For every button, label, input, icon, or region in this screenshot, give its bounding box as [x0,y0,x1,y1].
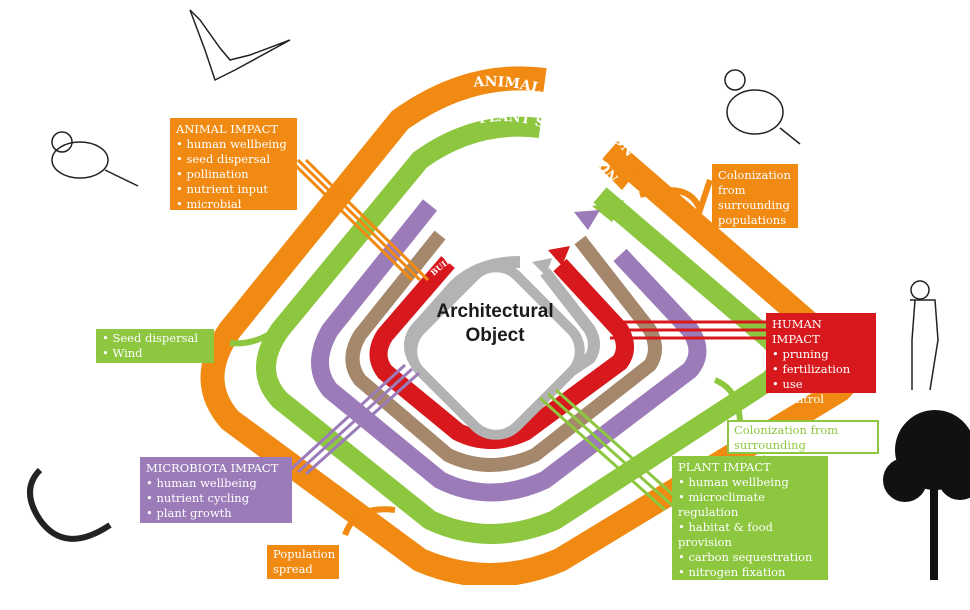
human-silhouette [910,280,939,391]
colonization-right-box: Colonization from surrounding population… [727,420,879,467]
plant-ring-arrowhead [592,200,624,222]
center-line-1: Architectural [436,301,554,322]
architectural-object-label: Architectural Object [410,300,580,348]
architectural-object-shape [407,262,585,440]
list-item: pruning [772,347,870,362]
human-ring-arrowhead [548,246,570,266]
colonization-top-line: populations [718,213,787,227]
list-item: microclimate regulation [678,490,822,520]
list-item: plant growth [146,506,286,521]
human-use-label: HUMAN USE [465,209,559,238]
soil-formation-ring [345,230,662,472]
colonization-right-curve [713,377,743,426]
building-ring-arrowhead [532,258,552,276]
list-item: human wellbeing [176,137,291,152]
tree-silhouette [883,410,970,580]
microbiota-succession-ring [311,199,707,502]
list-item: nutrient input [176,182,291,197]
list-item: soil development [678,580,822,595]
animal-impact-box: ANIMAL IMPACT human wellbeing seed dispe… [170,118,297,226]
center-line-2: Object [465,325,525,346]
list-item: pollination [176,167,291,182]
colonization-top-box: Colonization from surrounding population… [712,164,798,228]
microbiota-impact-title: MICROBIOTA IMPACT [146,461,279,475]
list-item: nutrient cycling [146,491,286,506]
seed-dispersal-curve [229,332,270,347]
list-item: carbon sequestration [678,550,822,565]
population-spread-line: spread [273,562,313,576]
animal-ring-arrowhead [598,166,640,190]
population-spread-line: Population [273,547,336,561]
colonization-right-line: Colonization from [734,423,839,437]
plant-impact-title: PLANT IMPACT [678,460,771,474]
microbiota-impact-connector [288,363,420,476]
list-item: microbial dispersal [176,197,291,227]
human-impact-connector [610,320,766,340]
pigeon-silhouette [724,69,801,145]
list-item: human wellbeing [678,475,822,490]
microbiota-impact-box: MICROBIOTA IMPACT human wellbeing nutrie… [140,457,292,523]
human-impact-title: HUMAN IMPACT [772,317,822,346]
human-use-ring [369,256,634,449]
worm-silhouette [27,467,112,542]
seed-dispersal-box: Seed dispersal Wind pollination [96,329,214,375]
colonization-top-line: from [718,183,746,197]
list-item: fertilization [772,362,870,377]
population-spread-curve [342,506,396,537]
colonization-top-curve [639,179,713,220]
list-item: microbial dispersal [678,595,822,610]
colonization-top-line: Colonization [718,168,791,182]
population-spread-box: Population spread [267,545,339,579]
list-item: Wind pollination [102,346,208,376]
animal-impact-connector [288,158,430,282]
micro-ring-arrowhead [574,210,600,230]
succession-diagram: ANIMAL SUCCESSION PLANT SUCCESSION MICRO… [27,9,970,585]
list-item: Seed dispersal [102,331,208,346]
colonization-top-line: surrounding [718,198,790,212]
human-impact-box: HUMAN IMPACT pruning fertilization use c… [766,313,876,406]
list-item: habitat & food provision [678,520,822,550]
list-item: use [772,377,870,392]
bird-sparrow-silhouette [51,131,139,187]
list-item: nitrogen fixation [678,565,822,580]
animal-impact-title: ANIMAL IMPACT [176,122,279,136]
list-item: human wellbeing [146,476,286,491]
list-item: control [772,392,870,407]
plant-impact-box: PLANT IMPACT human wellbeing microclimat… [672,456,828,609]
list-item: seed dispersal [176,152,291,167]
plant-impact-connector [538,388,683,512]
bat-silhouette [189,9,291,82]
